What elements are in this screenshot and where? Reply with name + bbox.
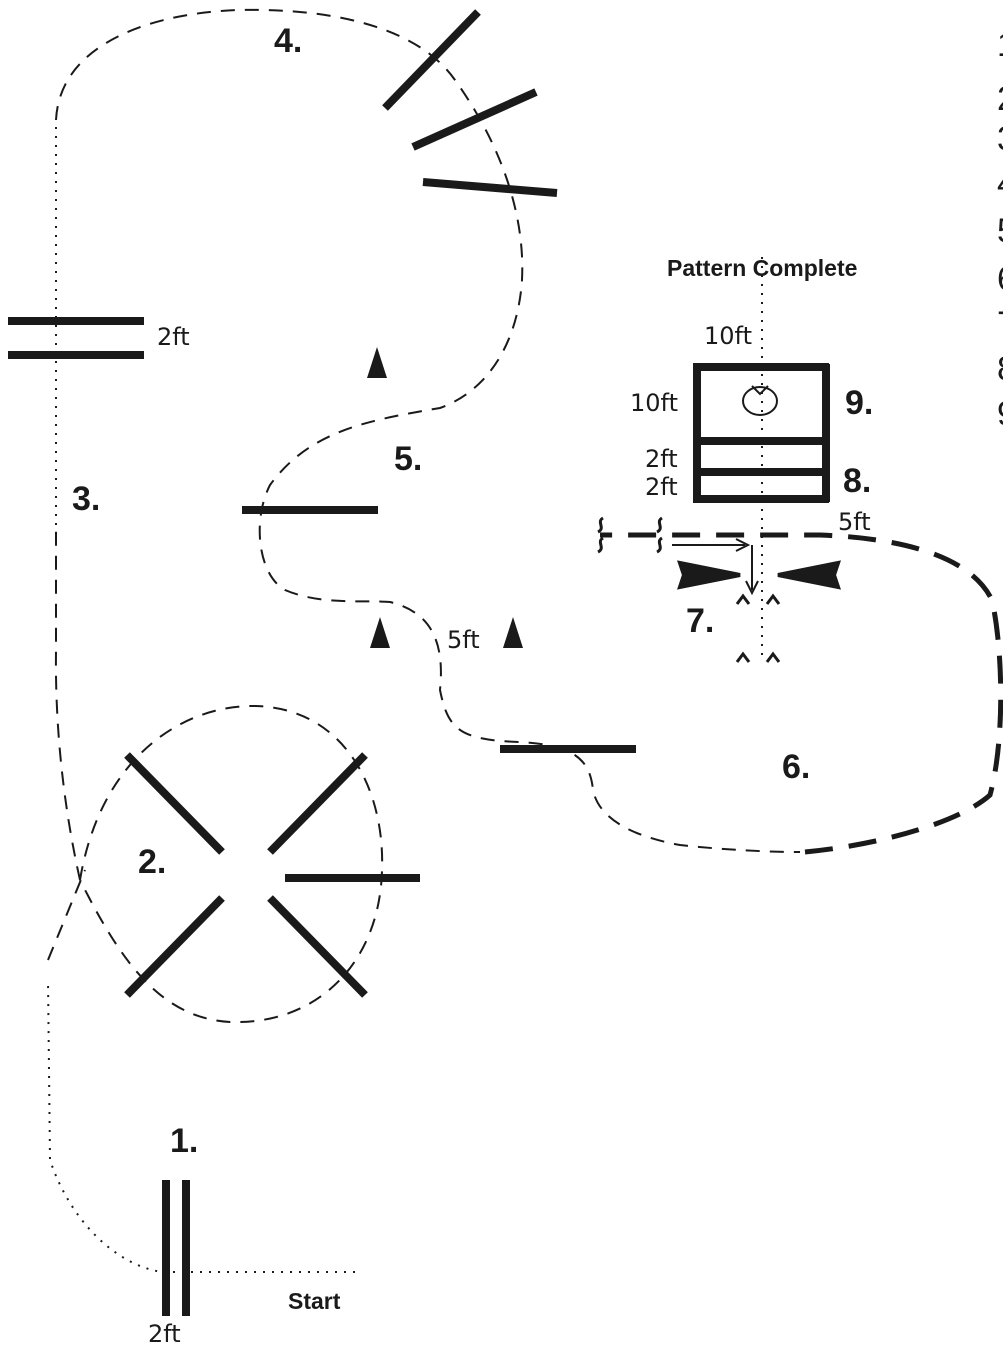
obstacle-4-number: 4.	[274, 22, 302, 60]
obstacle-3-number: 3.	[72, 480, 100, 518]
box-rail-2-measurement: 2ft	[645, 473, 678, 501]
hoof-mark-left-4	[656, 536, 663, 554]
legend-item-6: 6	[997, 260, 1003, 298]
obstacle-4-pole-2	[411, 88, 538, 151]
hoof-mark-up-4	[765, 651, 781, 663]
obstacle-5-number: 5.	[394, 440, 422, 478]
path-to-obstacle-3	[54, 530, 81, 881]
path-into-obstacle-2	[47, 869, 86, 961]
up-arrow-marker-1	[367, 347, 387, 378]
hoof-mark-up-3	[735, 651, 751, 663]
obstacle-6-number: 6.	[782, 748, 810, 786]
legend-item-9: 9	[997, 395, 1003, 433]
legend-item-3: 3	[997, 120, 1003, 158]
obstacle-7-number: 7.	[686, 602, 714, 640]
obstacle-7-markers	[597, 385, 781, 663]
turn-circle-icon	[742, 386, 778, 416]
obstacle-2-pole-tl	[124, 752, 225, 855]
legend-item-5: 5	[997, 212, 1003, 250]
turn-arrow-icon	[751, 385, 769, 396]
start-label: Start	[288, 1288, 341, 1314]
route-paths	[47, 8, 1003, 1273]
legend-item-2: 2	[997, 80, 1003, 118]
obstacle-2-loop	[79, 704, 384, 1024]
hoof-mark-up-2	[765, 593, 781, 605]
legend-item-7: 7	[997, 305, 1003, 343]
obstacle-4-pole-1	[382, 9, 481, 111]
up-arrow-marker-3	[503, 617, 523, 648]
direction-markers	[367, 347, 523, 648]
legend-item-1: 1	[997, 26, 1003, 64]
obstacle-numbers: 1. 2. 3. 4. 5. 6. 7. 8. 9.	[72, 22, 873, 1160]
obstacle-3-gap-measurement: 2ft	[157, 323, 190, 351]
hoof-mark-left-3	[656, 516, 663, 534]
obstacle-2-number: 2.	[138, 843, 166, 881]
obstacle-4-pole-3	[422, 178, 558, 197]
sidepass-arrow-head	[735, 538, 751, 552]
obstacle-8-number: 8.	[843, 462, 871, 500]
hoof-mark-left-1	[597, 516, 604, 534]
obstacle-7-chevron-right	[777, 560, 841, 590]
obstacle-poles	[8, 9, 841, 1316]
obstacle-2-pole-br	[267, 895, 368, 998]
hoof-mark-up-1	[735, 593, 751, 605]
obstacle-6-gap-measurement: 5ft	[838, 508, 871, 536]
legend-item-4: 4	[997, 165, 1003, 203]
obstacle-1-number: 1.	[170, 1122, 198, 1160]
obstacle-2-pole-bl	[124, 895, 225, 998]
obstacle-6-heavy-path	[600, 532, 1003, 855]
measurements: 2ft 2ft 5ft 5ft 10ft 10ft 2ft 2ft	[148, 322, 871, 1346]
back-arrow-head	[745, 580, 759, 596]
up-arrow-marker-2	[370, 617, 390, 648]
obstacle-5-gap-measurement: 5ft	[447, 626, 480, 654]
obstacle-7-chevron-left	[677, 560, 741, 590]
path-to-obstacle-4	[55, 8, 801, 853]
cutoff-legend: 1 2 3 4 5 6 7 8 9	[997, 26, 1003, 433]
start-gap-measurement: 2ft	[148, 1320, 181, 1346]
box-rail-1-measurement: 2ft	[645, 445, 678, 473]
legend-item-8: 8	[997, 350, 1003, 388]
obstacle-2-pole-tr	[267, 752, 368, 855]
hoof-mark-left-2	[597, 536, 604, 554]
box-side-measurement: 10ft	[630, 389, 678, 417]
obstacle-9-number: 9.	[845, 384, 873, 422]
pattern-complete-label: Pattern Complete	[667, 255, 857, 281]
box-top-measurement: 10ft	[704, 322, 752, 350]
start-path-dotted	[47, 979, 355, 1273]
